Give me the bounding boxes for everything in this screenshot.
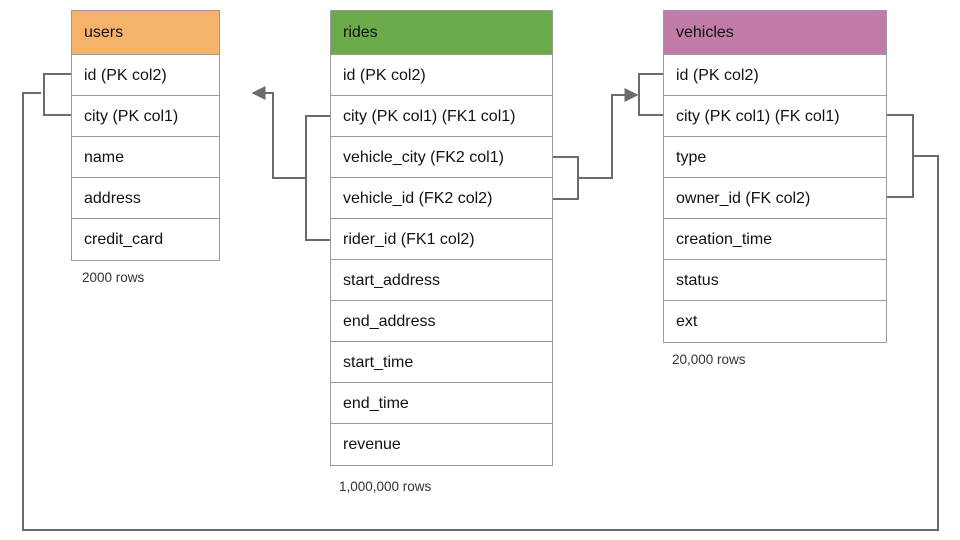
edge-vehicles-receiving-bracket: [638, 73, 663, 116]
table-rides-column-rider-id[interactable]: rider_id (FK1 col2): [331, 219, 552, 260]
edge-users-receiving-bracket: [43, 73, 71, 116]
table-rides-column-end-address[interactable]: end_address: [331, 301, 552, 342]
table-rides-column-start-time[interactable]: start_time: [331, 342, 552, 383]
table-rides-row-count: 1,000,000 rows: [339, 479, 432, 494]
table-users-column-address[interactable]: address: [72, 178, 219, 219]
table-vehicles-header: vehicles: [664, 11, 886, 55]
edge-vehicles-fk-bracket: [887, 114, 914, 198]
table-vehicles-column-ext[interactable]: ext: [664, 301, 886, 342]
table-rides-header: rides: [331, 11, 552, 55]
table-users-row-count: 2000 rows: [82, 270, 145, 285]
table-rides[interactable]: rides id (PK col2) city (PK col1) (FK1 c…: [330, 10, 553, 466]
edge-rides-fk1-bracket: [305, 115, 330, 241]
table-rides-column-city[interactable]: city (PK col1) (FK1 col1): [331, 96, 552, 137]
table-vehicles[interactable]: vehicles id (PK col2) city (PK col1) (FK…: [663, 10, 887, 343]
table-rides-column-end-time[interactable]: end_time: [331, 383, 552, 424]
table-users-column-name[interactable]: name: [72, 137, 219, 178]
table-vehicles-column-city[interactable]: city (PK col1) (FK col1): [664, 96, 886, 137]
table-vehicles-column-status[interactable]: status: [664, 260, 886, 301]
table-vehicles-column-creation-time[interactable]: creation_time: [664, 219, 886, 260]
table-rides-column-start-address[interactable]: start_address: [331, 260, 552, 301]
table-rides-column-revenue[interactable]: revenue: [331, 424, 552, 465]
edge-rides-fk1-to-users: [251, 86, 306, 179]
table-rides-column-id[interactable]: id (PK col2): [331, 55, 552, 96]
table-vehicles-column-owner-id[interactable]: owner_id (FK col2): [664, 178, 886, 219]
table-rides-column-vehicle-id[interactable]: vehicle_id (FK2 col2): [331, 178, 552, 219]
table-vehicles-row-count: 20,000 rows: [672, 352, 746, 367]
table-users-column-id[interactable]: id (PK col2): [72, 55, 219, 96]
table-vehicles-column-type[interactable]: type: [664, 137, 886, 178]
table-vehicles-column-id[interactable]: id (PK col2): [664, 55, 886, 96]
edge-rides-fk2-bracket: [553, 156, 579, 200]
table-rides-column-vehicle-city[interactable]: vehicle_city (FK2 col1): [331, 137, 552, 178]
table-users-column-credit-card[interactable]: credit_card: [72, 219, 219, 260]
table-users[interactable]: users id (PK col2) city (PK col1) name a…: [71, 10, 220, 261]
table-users-column-city[interactable]: city (PK col1): [72, 96, 219, 137]
table-users-header: users: [72, 11, 219, 55]
edge-rides-fk2-to-vehicles: [578, 88, 639, 179]
